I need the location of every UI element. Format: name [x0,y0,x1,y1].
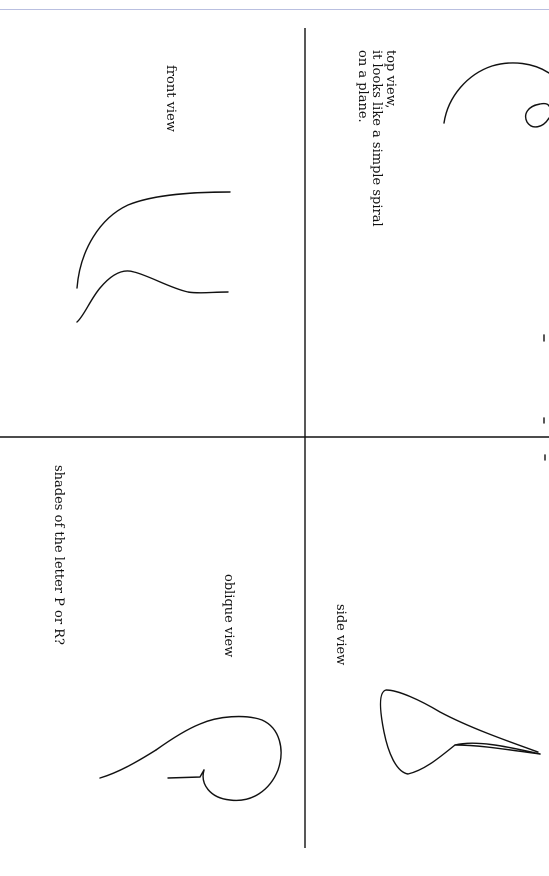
top-view-label-line-1: top view, [383,50,397,227]
front-view-lower-curve [77,271,228,322]
oblique-view-label: oblique view [221,574,235,657]
top-view-label: top view, it looks like a simple spiral … [355,50,397,227]
question-label: shades of the letter P or R? [51,465,65,645]
top-view-label-line-3: on a plane. [355,50,369,227]
oblique-view-stem [100,750,156,778]
top-view-spiral [444,63,549,127]
oblique-view-label-text: oblique view [221,574,236,657]
side-view-label: side view [333,604,347,665]
side-view-label-text: side view [333,604,348,665]
question-label-text: shades of the letter P or R? [51,465,66,645]
front-view-label-text: front view [163,65,178,132]
side-view-loop [381,690,541,774]
oblique-view-foot [168,770,204,778]
front-view-label: front view [163,65,177,132]
front-view-upper-curve [77,192,230,288]
side-view-tail [455,745,540,754]
oblique-view-bowl [156,717,281,801]
top-view-label-line-2: it looks like a simple spiral [369,50,383,227]
